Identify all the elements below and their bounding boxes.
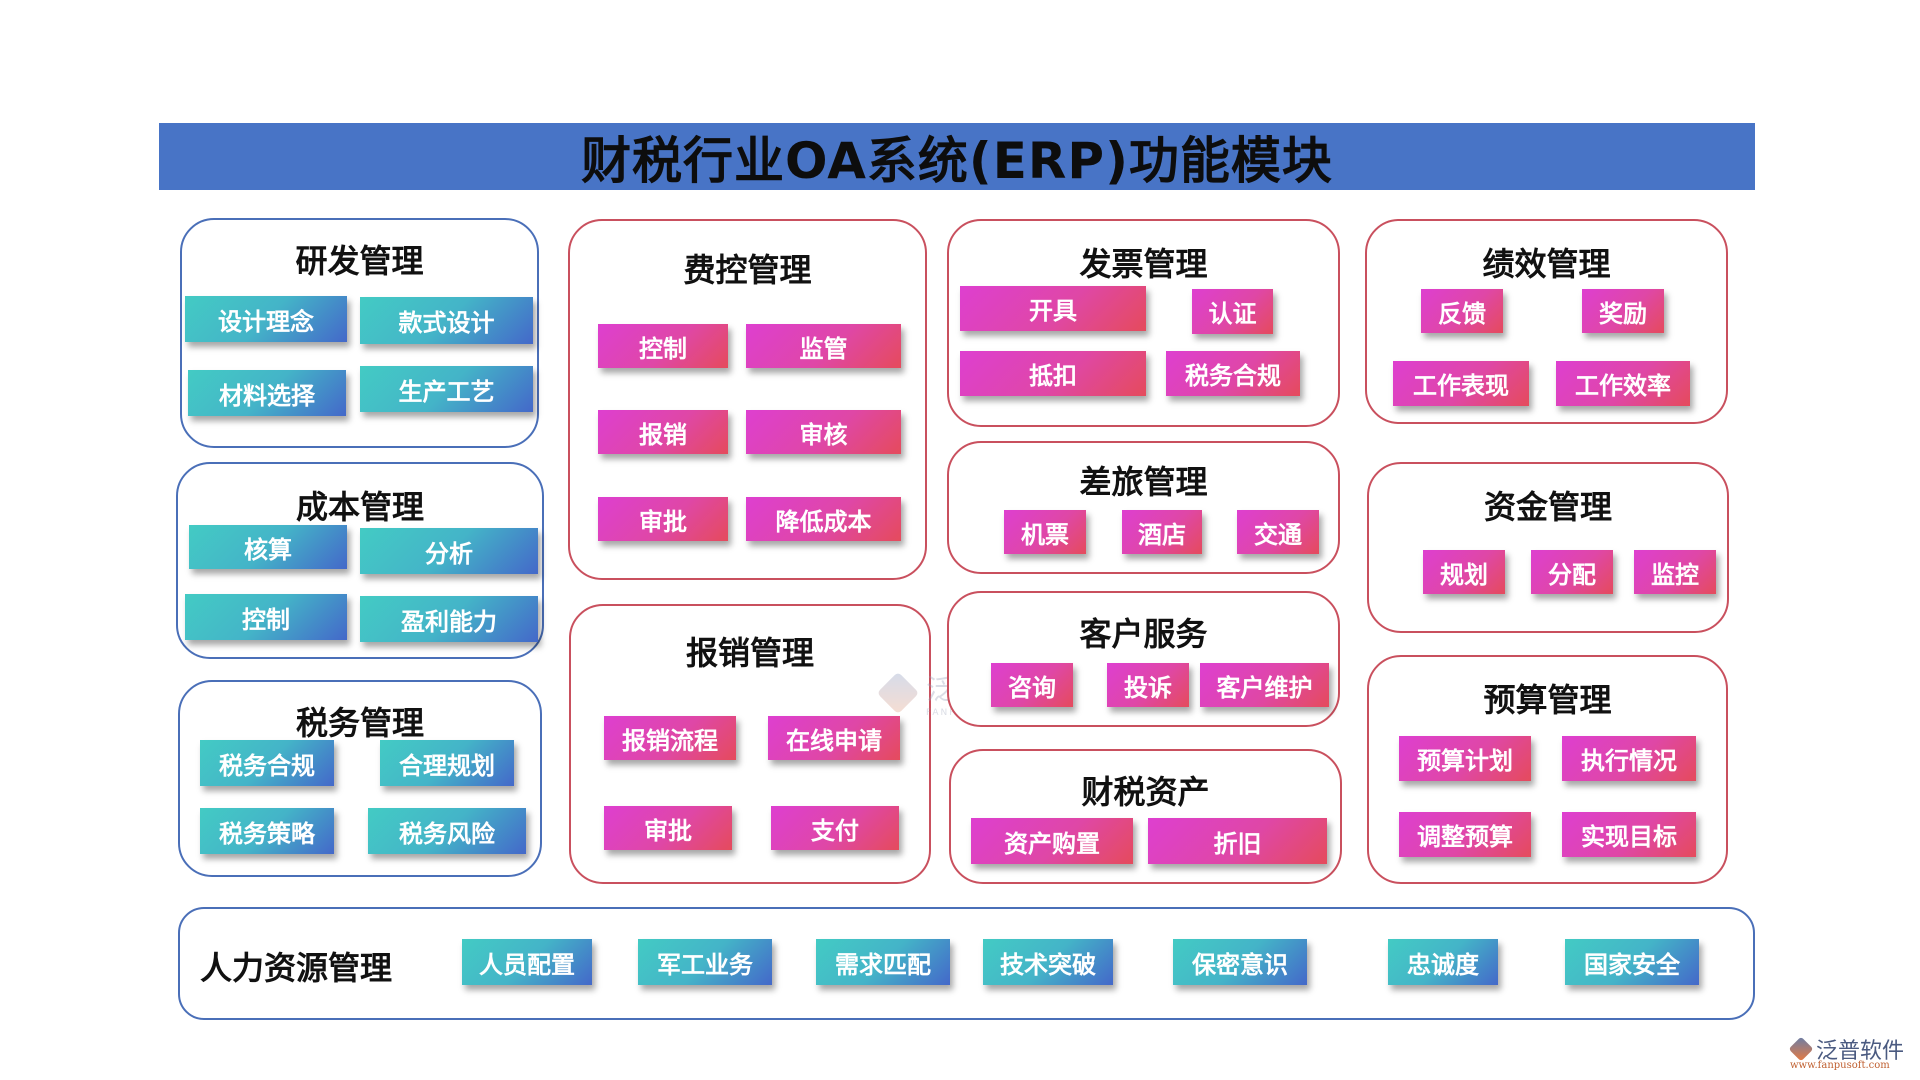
item-button[interactable]: 支付 (771, 806, 899, 850)
item-button[interactable]: 材料选择 (188, 370, 346, 416)
item-button[interactable]: 奖励 (1582, 289, 1664, 333)
item-button[interactable]: 工作效率 (1556, 361, 1690, 406)
item-button[interactable]: 投诉 (1107, 663, 1189, 707)
module-hr: 人力资源管理 人员配置 军工业务 需求匹配 技术突破 保密意识 忠诚度 国家安全 (178, 907, 1755, 1020)
item-button[interactable]: 交通 (1237, 510, 1319, 554)
item-button[interactable]: 机票 (1004, 510, 1086, 554)
module-title: 报销管理 (685, 634, 814, 672)
module-title: 费控管理 (683, 251, 812, 289)
module-tax: 税务管理 税务合规 合理规划 税务策略 税务风险 (178, 680, 542, 877)
item-button[interactable]: 折旧 (1148, 818, 1327, 864)
module-title: 绩效管理 (1482, 245, 1611, 283)
module-rd: 研发管理 设计理念 款式设计 材料选择 生产工艺 (180, 218, 539, 448)
item-button[interactable]: 款式设计 (360, 297, 533, 344)
brand-logo: 泛普软件 (1788, 1033, 1905, 1065)
module-expense-control: 费控管理 控制 监管 报销 审核 审批 降低成本 (568, 219, 927, 580)
module-cost: 成本管理 核算 分析 控制 盈利能力 (176, 462, 544, 659)
module-performance: 绩效管理 反馈 奖励 工作表现 工作效率 (1365, 219, 1728, 424)
item-button[interactable]: 忠诚度 (1388, 939, 1498, 985)
item-button[interactable]: 认证 (1192, 289, 1273, 334)
item-button[interactable]: 资产购置 (971, 818, 1133, 864)
item-button[interactable]: 降低成本 (746, 497, 901, 541)
item-button[interactable]: 技术突破 (983, 939, 1113, 985)
item-button[interactable]: 开具 (960, 286, 1146, 331)
item-button[interactable]: 报销流程 (604, 716, 736, 760)
item-button[interactable]: 监管 (746, 324, 901, 368)
module-title: 财税资产 (1081, 773, 1210, 811)
module-title: 差旅管理 (1079, 463, 1208, 501)
item-button[interactable]: 实现目标 (1562, 812, 1696, 857)
module-title: 人力资源管理 (200, 949, 393, 987)
brand-url: www.fanpusoft.com (1790, 1060, 1890, 1071)
watermark-logo-icon (876, 671, 920, 715)
item-button[interactable]: 规划 (1423, 550, 1505, 594)
item-button[interactable]: 核算 (189, 525, 347, 569)
module-title: 成本管理 (295, 488, 424, 526)
module-invoice: 发票管理 开具 认证 抵扣 税务合规 (947, 219, 1340, 427)
brand-name: 泛普软件 (1816, 1039, 1905, 1064)
item-button[interactable]: 咨询 (991, 663, 1073, 707)
item-button[interactable]: 在线申请 (768, 716, 900, 760)
item-button[interactable]: 设计理念 (185, 296, 347, 342)
module-reimburse: 报销管理 报销流程 在线申请 审批 支付 (569, 604, 931, 884)
module-title: 客户服务 (1079, 615, 1208, 653)
item-button[interactable]: 报销 (598, 410, 728, 454)
item-button[interactable]: 国家安全 (1565, 939, 1699, 985)
item-button[interactable]: 调整预算 (1399, 812, 1531, 857)
module-funds: 资金管理 规划 分配 监控 (1367, 462, 1729, 633)
item-button[interactable]: 反馈 (1421, 289, 1503, 333)
item-button[interactable]: 税务合规 (200, 740, 334, 786)
page-title: 财税行业OA系统(ERP)功能模块 (581, 131, 1333, 190)
module-assets: 财税资产 资产购置 折旧 (949, 749, 1342, 884)
item-button[interactable]: 军工业务 (638, 939, 772, 985)
item-button[interactable]: 人员配置 (462, 939, 592, 985)
item-button[interactable]: 控制 (598, 324, 728, 368)
item-button[interactable]: 税务风险 (368, 808, 526, 854)
module-customer: 客户服务 咨询 投诉 客户维护 (947, 591, 1340, 727)
item-button[interactable]: 分析 (360, 528, 538, 574)
module-title: 税务管理 (295, 704, 424, 742)
item-button[interactable]: 工作表现 (1393, 361, 1529, 406)
item-button[interactable]: 审批 (604, 806, 732, 850)
item-button[interactable]: 预算计划 (1399, 736, 1531, 781)
module-title: 研发管理 (295, 242, 424, 280)
item-button[interactable]: 抵扣 (960, 351, 1146, 396)
item-button[interactable]: 保密意识 (1173, 939, 1307, 985)
module-title: 发票管理 (1079, 245, 1208, 283)
module-travel: 差旅管理 机票 酒店 交通 (947, 441, 1340, 574)
item-button[interactable]: 监控 (1634, 550, 1716, 594)
item-button[interactable]: 分配 (1531, 550, 1613, 594)
item-button[interactable]: 盈利能力 (360, 596, 538, 642)
item-button[interactable]: 执行情况 (1562, 736, 1696, 781)
item-button[interactable]: 需求匹配 (816, 939, 950, 985)
item-button[interactable]: 审核 (746, 410, 901, 454)
item-button[interactable]: 生产工艺 (360, 366, 533, 412)
brand-logo-icon (1788, 1036, 1814, 1062)
title-bar: 财税行业OA系统(ERP)功能模块 (159, 123, 1755, 190)
module-title: 预算管理 (1483, 681, 1612, 719)
item-button[interactable]: 合理规划 (380, 740, 514, 786)
item-button[interactable]: 税务合规 (1166, 351, 1300, 396)
module-budget: 预算管理 预算计划 执行情况 调整预算 实现目标 (1367, 655, 1728, 884)
item-button[interactable]: 税务策略 (200, 808, 334, 854)
item-button[interactable]: 审批 (598, 497, 728, 541)
item-button[interactable]: 酒店 (1122, 510, 1202, 554)
item-button[interactable]: 控制 (185, 594, 347, 640)
item-button[interactable]: 客户维护 (1200, 663, 1329, 707)
module-title: 资金管理 (1483, 488, 1612, 526)
